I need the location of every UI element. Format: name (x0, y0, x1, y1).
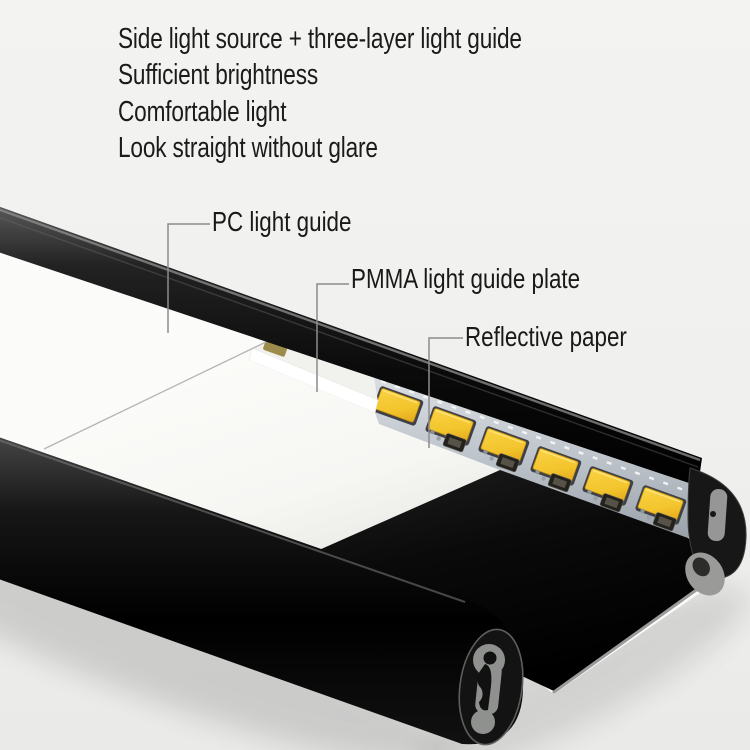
hidden-led-glimpse (263, 340, 288, 357)
housing-bottom-edge (552, 552, 725, 694)
callout-pmma-light-guide-plate: PMMA light guide plate (351, 263, 581, 294)
leader-reflective-paper (428, 337, 463, 448)
callout-pc-light-guide: PC light guide (212, 206, 352, 237)
leader-lines (167, 223, 463, 448)
led-chip (372, 386, 424, 426)
front-cap-slot (471, 644, 505, 734)
housing-interior (285, 470, 716, 692)
headline-line-3: Comfortable light (118, 95, 287, 128)
smd-components (430, 429, 677, 532)
headline-line-4: Look straight without glare (118, 132, 378, 165)
headline: Side light source + three-layer light gu… (118, 21, 636, 167)
led-chip (582, 466, 634, 506)
top-rail (0, 206, 747, 580)
led-chip (635, 485, 687, 525)
headline-line-2: Sufficient brightness (118, 59, 319, 92)
led-chips (372, 386, 687, 525)
end-tab (685, 552, 725, 596)
callout-reflective-paper: Reflective paper (465, 321, 627, 352)
pc-panel-edge-line (43, 339, 271, 450)
front-rail (0, 437, 524, 746)
leader-pc-light-guide (167, 223, 210, 333)
reflective-paper-sheet (44, 360, 500, 565)
led-chip (425, 406, 477, 446)
headline-line-1: Side light source + three-layer light gu… (118, 23, 522, 55)
leader-pmma-plate (316, 283, 349, 392)
